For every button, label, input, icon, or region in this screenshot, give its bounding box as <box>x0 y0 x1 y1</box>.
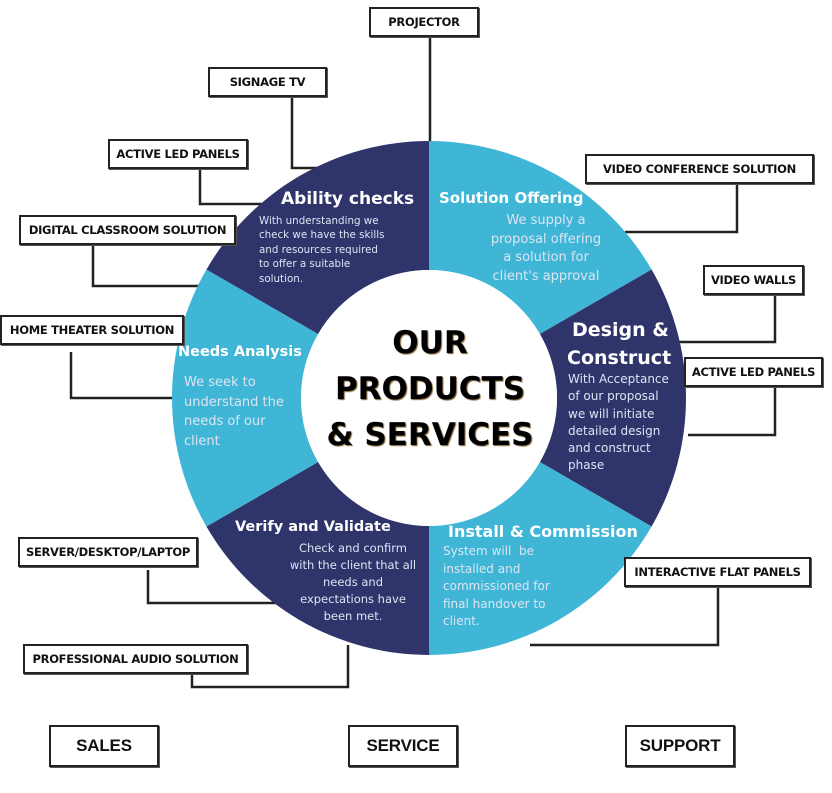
process-ring <box>172 141 686 655</box>
connector-home-theater <box>69 352 175 400</box>
connector-server <box>146 570 280 605</box>
segment-body-line: to offer a suitable <box>259 258 351 271</box>
center-title-line-3: & SERVICES <box>326 417 534 453</box>
segment-title-verify-validate: Verify and Validate <box>235 519 391 535</box>
segment-body-line: With Acceptance <box>568 372 669 386</box>
segment-body-line: installed and <box>443 561 521 576</box>
connector-video-walls <box>678 294 777 344</box>
segment-body-line: With understanding we <box>259 215 379 227</box>
ring-segment-design-construct <box>539 269 686 527</box>
segment-body-line: final handover to <box>443 596 546 611</box>
footer-box-sales: SALES <box>49 725 159 767</box>
segment-body-needs-analysis: We seek to understand the needs of our c… <box>184 373 284 451</box>
segment-body-line: phase <box>568 458 605 473</box>
product-box-server-desktop-laptop: SERVER/DESKTOP/LAPTOP <box>18 537 198 567</box>
segment-body-line: System will be <box>443 544 535 558</box>
segment-body-verify-validate: Check and confirm with the client that a… <box>286 540 420 625</box>
segment-title-line: Design & <box>572 319 669 341</box>
product-box-projector: PROJECTOR <box>369 7 479 37</box>
product-box-video-conference: VIDEO CONFERENCE SOLUTION <box>585 154 814 184</box>
ring-segment-verify-validate <box>206 462 429 655</box>
segment-body-line: a solution for <box>503 250 589 265</box>
segment-title-install-commission: Install & Commission <box>448 522 638 541</box>
product-box-active-led-panels-right: ACTIVE LED PANELS <box>684 357 823 387</box>
ring-segment-install-commission <box>429 462 652 655</box>
connector-video-conference <box>625 182 739 234</box>
center-title: OUR PRODUCTS & SERVICES <box>305 320 555 458</box>
segment-body-line: Check and confirm <box>299 541 407 555</box>
segment-body-line: We supply a <box>506 213 586 228</box>
segment-body-line: with the client that all <box>289 558 417 572</box>
segment-body-line: We seek to <box>184 375 256 390</box>
segment-title-design-construct: Design & Construct <box>567 316 671 372</box>
segment-body-line: needs of our <box>184 414 266 429</box>
connector-lines <box>69 37 777 689</box>
product-box-digital-classroom: DIGITAL CLASSROOM SOLUTION <box>19 215 236 245</box>
connector-professional-audio <box>190 645 350 689</box>
segment-body-design-construct: With Acceptance of our proposal we will … <box>568 371 669 475</box>
segment-body-ability-checks: With understanding we check we have the … <box>259 214 384 286</box>
segment-body-line: proposal offering <box>490 231 602 247</box>
footer-box-service: SERVICE <box>348 725 458 767</box>
product-box-video-walls: VIDEO WALLS <box>703 265 804 295</box>
connector-active-led-left <box>198 168 262 206</box>
segment-body-line: detailed design <box>568 423 661 438</box>
connector-signage-tv <box>290 97 320 170</box>
segment-title-needs-analysis: Needs Analysis <box>178 344 302 360</box>
segment-body-line: solution. <box>259 272 304 285</box>
segment-body-line: of our proposal <box>568 389 659 404</box>
segment-body-line: and resources required <box>259 243 378 256</box>
segment-body-line: commissioned for <box>443 579 550 593</box>
footer-box-support: SUPPORT <box>625 725 735 767</box>
ring-segment-needs-analysis <box>172 269 319 527</box>
segment-body-solution-offering: We supply a proposal offering a solution… <box>484 212 608 286</box>
product-box-signage-tv: SIGNAGE TV <box>208 67 327 97</box>
product-box-professional-audio: PROFESSIONAL AUDIO SOLUTION <box>23 644 248 674</box>
center-circle <box>301 270 557 526</box>
product-box-home-theater: HOME THEATER SOLUTION <box>0 315 184 345</box>
ring-segment-solution-offering <box>429 141 652 334</box>
connector-interactive-flat <box>530 587 720 647</box>
segment-body-line: been met. <box>323 609 383 623</box>
center-title-line-2: PRODUCTS <box>334 371 526 407</box>
connector-digital-classroom <box>91 244 200 288</box>
ring-segment-ability-checks <box>206 141 429 334</box>
product-box-interactive-flat-panels: INTERACTIVE FLAT PANELS <box>624 557 811 587</box>
center-title-line-1: OUR <box>392 325 468 361</box>
segment-title-ability-checks: Ability checks <box>281 189 415 209</box>
connector-active-led-right <box>688 384 777 437</box>
segment-title-solution-offering: Solution Offering <box>439 189 584 207</box>
segment-body-line: check we have the skills <box>259 229 385 242</box>
segment-body-line: client <box>184 433 220 449</box>
segment-body-line: client's approval <box>492 268 600 284</box>
segment-body-line: understand the <box>184 394 284 410</box>
segment-body-line: and construct <box>568 441 651 456</box>
segment-body-install-commission: System will be installed and commissione… <box>443 543 550 631</box>
segment-title-line: Construct <box>567 347 672 369</box>
segment-body-line: client. <box>443 614 480 628</box>
product-box-active-led-panels-left: ACTIVE LED PANELS <box>108 139 248 169</box>
segment-body-line: expectations have <box>300 592 406 606</box>
segment-body-line: we will initiate <box>568 406 655 421</box>
segment-body-line: needs and <box>322 575 384 589</box>
